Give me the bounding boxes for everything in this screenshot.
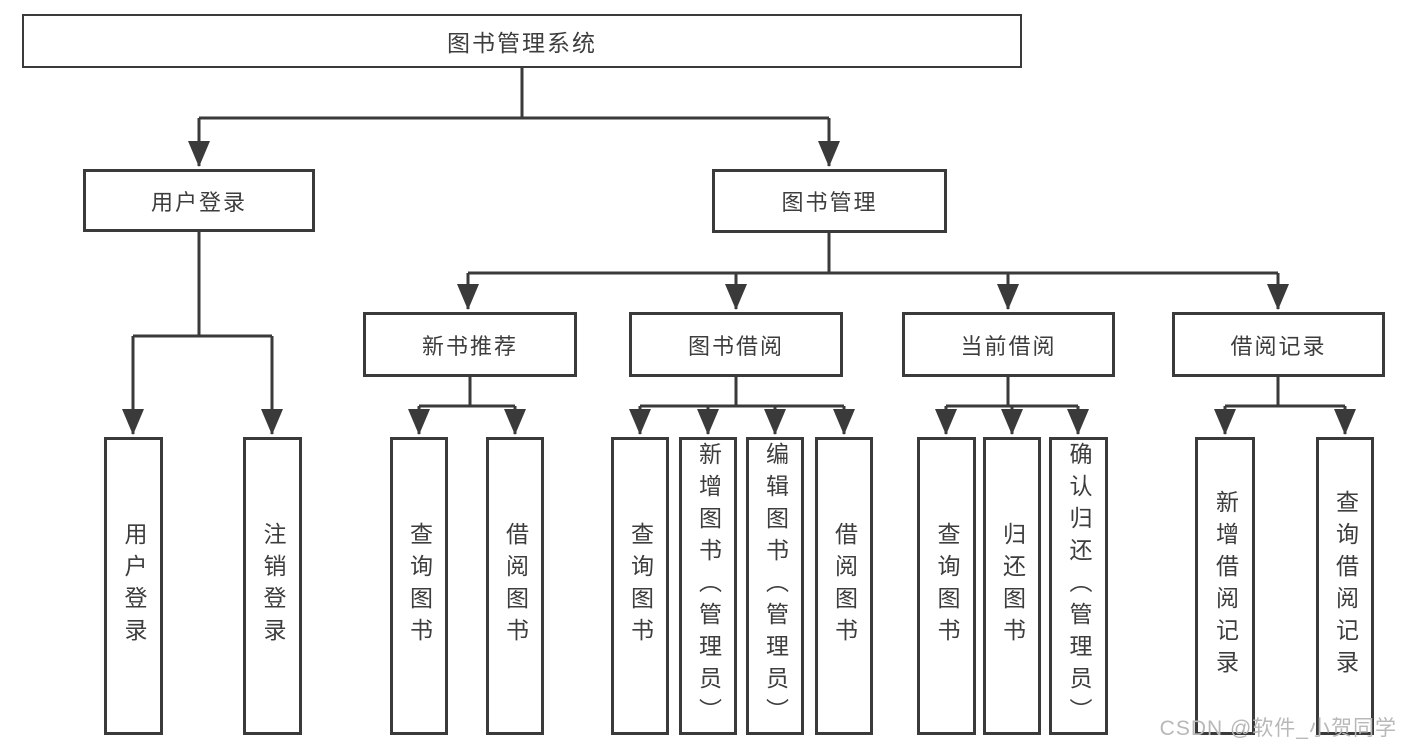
leaf-records-query-record: 查询借阅记录: [1316, 437, 1374, 735]
node-borrowing-records: 借阅记录: [1172, 312, 1385, 377]
leaf-user-login: 用户登录: [104, 437, 163, 735]
leaf-recommend-query-books: 查询图书: [390, 437, 448, 735]
node-book-management: 图书管理: [712, 169, 947, 233]
leaf-borrowing-borrow-books: 借阅图书: [815, 437, 873, 735]
leaf-records-add-record: 新增借阅记录: [1195, 437, 1255, 735]
csdn-watermark: CSDN @软件_小贺同学: [1159, 717, 1397, 740]
leaf-borrowing-query-books: 查询图书: [611, 437, 669, 735]
leaf-borrowing-edit-books-admin: 编辑图书（管理员）: [746, 437, 804, 735]
leaf-current-return-books: 归还图书: [983, 437, 1041, 735]
leaf-current-query-books: 查询图书: [917, 437, 976, 735]
leaf-recommend-borrow-books: 借阅图书: [486, 437, 544, 735]
node-current-borrowing: 当前借阅: [902, 312, 1115, 377]
node-root-library-system: 图书管理系统: [22, 14, 1022, 68]
node-book-borrowing: 图书借阅: [629, 312, 843, 377]
leaf-borrowing-add-books-admin: 新增图书（管理员）: [679, 437, 737, 735]
leaf-logout: 注销登录: [243, 437, 302, 735]
node-user-login: 用户登录: [83, 169, 315, 232]
leaf-current-confirm-return-admin: 确认归还（管理员）: [1049, 437, 1108, 735]
node-new-book-recommend: 新书推荐: [363, 312, 577, 377]
